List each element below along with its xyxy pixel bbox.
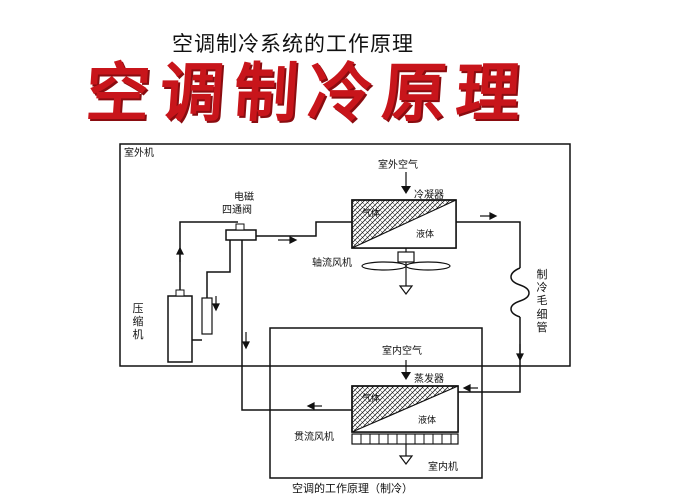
indoor-unit-label: 室内机: [428, 462, 458, 473]
compressor-label: 压 缩 机: [132, 302, 144, 342]
capillary-label: 制 冷 毛 细 管: [536, 268, 548, 334]
axial-fan-blade-right: [405, 261, 451, 271]
inside-air-label: 室内空气: [382, 346, 422, 357]
condenser-gas-label: 气体: [362, 209, 381, 219]
diagram-subtitle: 空调制冷系统的工作原理: [172, 32, 414, 56]
capillary-tube: [510, 267, 530, 318]
pipe-liquid: [456, 221, 521, 268]
figure-caption: 空调的工作原理（制冷）: [292, 482, 413, 495]
outdoor-unit-label: 室外机: [124, 148, 154, 159]
evaporator-liquid-label: 液体: [418, 416, 437, 426]
outdoor-unit-frame: [119, 143, 571, 367]
condenser-label: 冷凝器: [414, 190, 444, 201]
evaporator-gas-label: 气体: [362, 394, 381, 404]
outside-air-label: 室外空气: [378, 160, 418, 171]
accumulator: [201, 297, 213, 335]
pipe-suction: [241, 240, 352, 411]
indoor-unit-frame: [269, 327, 483, 479]
flow-arrows: [176, 212, 524, 410]
axial-fan-motor: [397, 251, 415, 263]
pipe-discharge: [179, 221, 238, 290]
condenser-liquid-label: 液体: [416, 230, 435, 240]
four-way-valve-label: 四通阀: [222, 205, 252, 216]
solenoid-label: 电磁: [234, 192, 254, 203]
pipe-accumulator: [206, 240, 231, 298]
axial-fan-label: 轴流风机: [312, 258, 352, 269]
crossflow-fan-label: 贯流风机: [294, 432, 334, 443]
four-way-valve: [225, 229, 257, 241]
axial-fan-blade-left: [361, 261, 407, 271]
crossflow-fan: [351, 433, 459, 445]
pipe-to-condenser: [256, 221, 352, 237]
evaporator-label: 蒸发器: [414, 374, 444, 385]
compressor: [167, 295, 193, 363]
